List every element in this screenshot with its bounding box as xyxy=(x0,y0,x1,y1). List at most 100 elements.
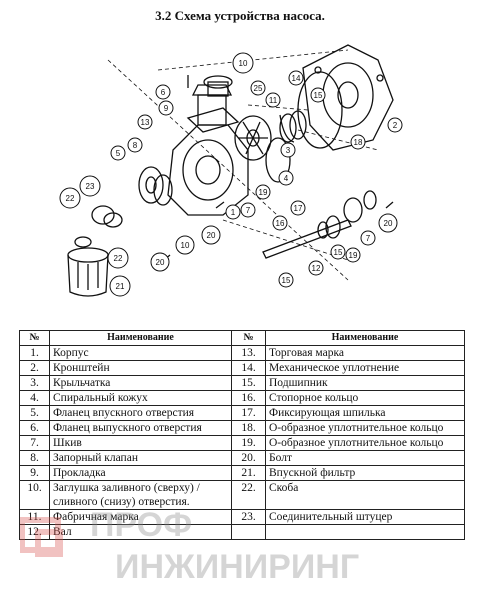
part-number: 20. xyxy=(231,450,266,466)
callout-19: 19 xyxy=(255,184,271,200)
callout-22-lower: 22 xyxy=(107,247,129,269)
callout-17: 17 xyxy=(290,200,306,216)
callout-4: 4 xyxy=(278,170,294,186)
pump-casing-part xyxy=(167,84,249,216)
table-row: 11. Фабричная марка 23. Соединительный ш… xyxy=(19,509,465,525)
inlet-filter-part xyxy=(67,236,109,297)
callout-19-lower: 19 xyxy=(345,247,361,263)
part-name: Кронштейн xyxy=(49,360,232,376)
callout-20-center: 20 xyxy=(201,225,221,245)
table-header-row: № Наименование № Наименование xyxy=(19,330,465,346)
part-name: Заглушка заливного (сверху) /сливного (с… xyxy=(49,480,232,510)
part-number: 16. xyxy=(231,390,266,406)
svg-text:5: 5 xyxy=(116,149,121,158)
svg-text:20: 20 xyxy=(207,231,216,240)
part-number: 5. xyxy=(19,405,50,421)
part-number: 21. xyxy=(231,465,266,481)
impeller-part xyxy=(234,115,272,161)
part-name: Вал xyxy=(49,524,232,540)
callout-11: 11 xyxy=(265,92,281,108)
part-number: 22. xyxy=(231,480,266,510)
svg-text:15: 15 xyxy=(334,248,343,257)
svg-text:10: 10 xyxy=(181,241,190,250)
svg-text:19: 19 xyxy=(259,188,268,197)
part-callouts: 10 2 18 14 15 6 9 25 11 13 3 8 5 4 19 23… xyxy=(59,52,403,297)
part-number: 8. xyxy=(19,450,50,466)
svg-text:10: 10 xyxy=(239,59,248,68)
callout-3: 3 xyxy=(280,142,296,158)
gasket-part xyxy=(186,107,240,133)
svg-text:7: 7 xyxy=(246,206,251,215)
part-name: Корпус xyxy=(49,345,232,361)
part-name: Стопорное кольцо xyxy=(265,390,465,406)
part-number: 23. xyxy=(231,509,266,525)
part-number: 11. xyxy=(19,509,50,525)
part-number: 18. xyxy=(231,420,266,436)
part-name: Крыльчатка xyxy=(49,375,232,391)
callout-15-bottom: 15 xyxy=(278,272,294,288)
callout-10-bottom: 10 xyxy=(175,235,195,255)
part-name: Скоба xyxy=(265,480,465,510)
svg-text:3: 3 xyxy=(286,146,291,155)
inlet-flange-part xyxy=(138,166,173,206)
shaft-part xyxy=(262,190,377,259)
callout-23: 23 xyxy=(79,175,101,197)
part-number: 14. xyxy=(231,360,266,376)
part-name xyxy=(265,524,465,540)
part-name: Фиксирующая шпилька xyxy=(265,405,465,421)
svg-text:9: 9 xyxy=(164,104,169,113)
outlet-flange-part xyxy=(203,75,233,97)
part-number: 17. xyxy=(231,405,266,421)
svg-text:23: 23 xyxy=(86,182,95,191)
svg-text:20: 20 xyxy=(384,219,393,228)
table-row: 8. Запорный клапан 20. Болт xyxy=(19,450,465,466)
callout-13: 13 xyxy=(137,114,153,130)
svg-text:8: 8 xyxy=(133,141,138,150)
svg-text:17: 17 xyxy=(294,204,303,213)
part-number: 4. xyxy=(19,390,50,406)
part-number xyxy=(231,524,266,540)
svg-text:14: 14 xyxy=(292,74,301,83)
callout-20-left: 20 xyxy=(150,252,170,272)
part-number: 19. xyxy=(231,435,266,451)
part-name: Соединительный штуцер xyxy=(265,509,465,525)
header-num-1: № xyxy=(19,330,50,346)
part-name: Подшипник xyxy=(265,375,465,391)
table-row: 5. Фланец впускного отверстия 17. Фиксир… xyxy=(19,405,465,421)
part-number: 3. xyxy=(19,375,50,391)
header-name-1: Наименование xyxy=(49,330,232,346)
connector-part xyxy=(91,205,123,228)
svg-text:22: 22 xyxy=(114,254,123,263)
svg-text:6: 6 xyxy=(161,88,166,97)
svg-text:19: 19 xyxy=(349,251,358,260)
part-name: Шкив xyxy=(49,435,232,451)
part-number: 10. xyxy=(19,480,50,510)
svg-text:20: 20 xyxy=(156,258,165,267)
svg-text:11: 11 xyxy=(269,96,278,105)
callout-20-right: 20 xyxy=(378,213,398,233)
part-number: 9. xyxy=(19,465,50,481)
part-name: Торговая марка xyxy=(265,345,465,361)
part-name: О-образное уплотнительное кольцо xyxy=(265,435,465,451)
part-number: 2. xyxy=(19,360,50,376)
svg-text:2: 2 xyxy=(393,121,398,130)
part-name: Прокладка xyxy=(49,465,232,481)
part-name: Механическое уплотнение xyxy=(265,360,465,376)
callout-8: 8 xyxy=(127,137,143,153)
callout-7-left: 7 xyxy=(240,202,256,218)
svg-text:15: 15 xyxy=(282,276,291,285)
pump-exploded-diagram: 10 2 18 14 15 6 9 25 11 13 3 8 5 4 19 23… xyxy=(48,30,428,310)
svg-text:18: 18 xyxy=(354,138,363,147)
svg-text:12: 12 xyxy=(312,264,321,273)
callout-2: 2 xyxy=(387,117,403,133)
callout-1: 1 xyxy=(225,204,241,220)
part-number: 12. xyxy=(19,524,50,540)
part-name: Впускной фильтр xyxy=(265,465,465,481)
part-name: Спиральный кожух xyxy=(49,390,232,406)
callout-6: 6 xyxy=(155,84,171,100)
callout-25: 25 xyxy=(250,80,266,96)
page-title: 3.2 Схема устройства насоса. xyxy=(155,8,325,23)
callout-9: 9 xyxy=(158,100,174,116)
part-name: О-образное уплотнительное кольцо xyxy=(265,420,465,436)
o-ring-part xyxy=(297,71,343,149)
